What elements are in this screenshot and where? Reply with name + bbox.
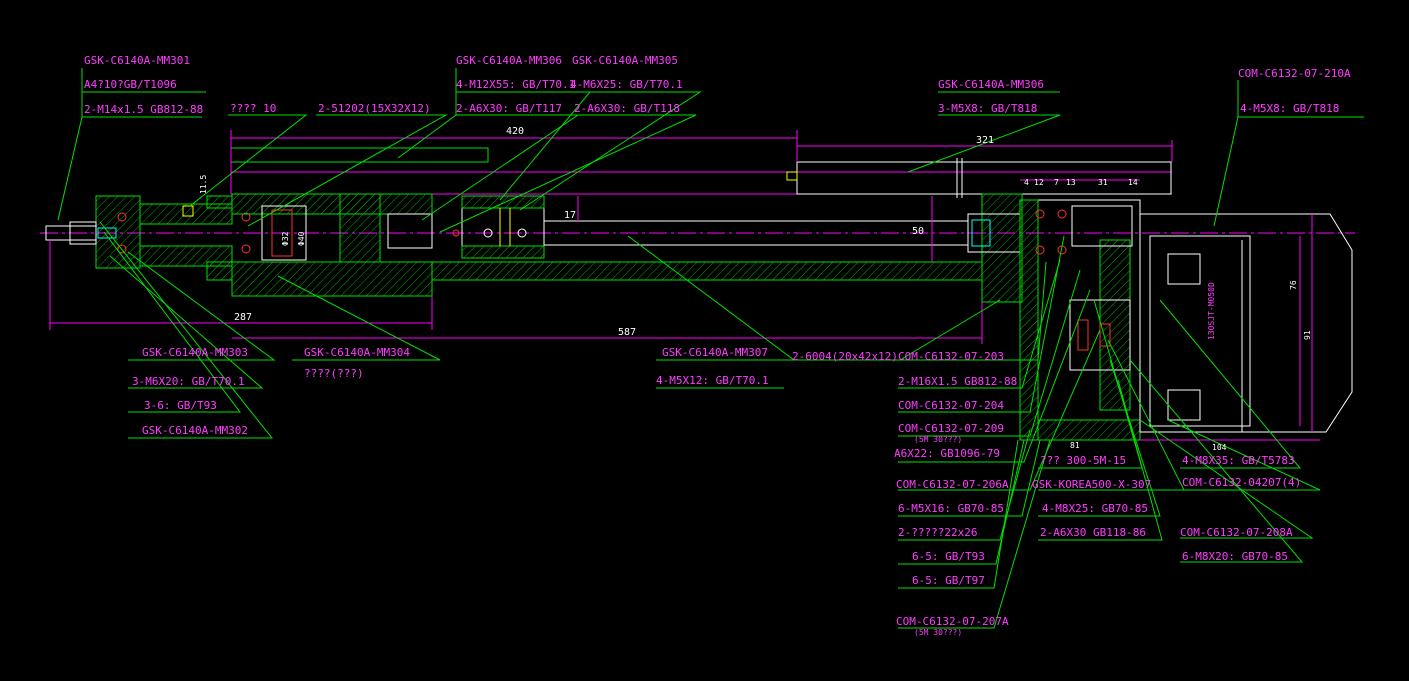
- leader-lines: [57, 68, 1364, 629]
- callout-m5x16: 6-M5X16: GB70-85: [898, 502, 1004, 515]
- dim-81: 81: [1070, 441, 1080, 450]
- dim-d32: Φ32: [281, 231, 290, 246]
- motor-model-label: 130SJT-M050D: [1207, 282, 1216, 340]
- dim-4: 4: [1024, 178, 1029, 187]
- dim-50: 50: [912, 226, 924, 237]
- callout-m8x25: 4-M8X25: GB70-85: [1042, 502, 1148, 515]
- dim-91: 91: [1303, 330, 1312, 340]
- callout-mm304-sub: ????(???): [304, 367, 364, 380]
- callout-mm307: GSK-C6140A-MM307: [662, 346, 768, 359]
- callout-mm306b: GSK-C6140A-MM306: [938, 78, 1044, 91]
- callout-mm305: GSK-C6140A-MM305: [572, 54, 678, 67]
- callout-com-209-sub: (5M 30???): [914, 435, 962, 444]
- callout-com-208a: COM-C6132-07-208A: [1180, 526, 1293, 539]
- callout-belt: ??? 300-5M-15: [1040, 454, 1126, 467]
- callout-korea: GSK-KOREA500-X-307: [1032, 478, 1151, 491]
- callout-washer-6-5b: 6-5: GB/T97: [912, 574, 985, 587]
- dim-420: 420: [506, 126, 524, 137]
- callout-q10: ???? 10: [230, 102, 276, 115]
- callout-mm301: GSK-C6140A-MM301: [84, 54, 190, 67]
- dim-76: 76: [1289, 280, 1298, 290]
- dim-13: 13: [1066, 178, 1076, 187]
- callout-mm304: GSK-C6140A-MM304: [304, 346, 410, 359]
- callout-com-206a: COM-C6132-07-206A: [896, 478, 1009, 491]
- servo-motor: [1139, 213, 1353, 433]
- callout-mm303: GSK-C6140A-MM303: [142, 346, 248, 359]
- dim-587: 587: [618, 327, 636, 338]
- callout-m6x25: 4-M6X25: GB/T70.1: [570, 78, 683, 91]
- dim-11-5: 11.5: [199, 175, 208, 194]
- left-shaft-end: [45, 221, 117, 245]
- callout-a6x30-a: 2-A6X30: GB/T117: [456, 102, 562, 115]
- dim-321: 321: [976, 135, 994, 146]
- callout-m5x12: 4-M5X12: GB/T70.1: [656, 374, 769, 387]
- ball-screw-shaft: [544, 213, 1021, 253]
- callout-m5x8-a: 3-M5X8: GB/T818: [938, 102, 1037, 115]
- callout-washer-6-5a: 6-5: GB/T93: [912, 550, 985, 563]
- dim-104: 104: [1212, 443, 1227, 452]
- ball-nut: [452, 195, 545, 259]
- callout-com-204: COM-C6132-07-204: [898, 399, 1004, 412]
- callout-com-210a: COM-C6132-07-210A: [1238, 67, 1351, 80]
- callout-a4-pin: A4?10?GB/T1096: [84, 78, 177, 91]
- callout-m8x20: 6-M8X20: GB70-85: [1182, 550, 1288, 563]
- callout-com-203: COM-C6132-07-203: [898, 350, 1004, 363]
- callout-m6x20: 3-M6X20: GB/T70.1: [132, 375, 245, 388]
- callout-key-a6x22: A6X22: GB1096-79: [894, 447, 1000, 460]
- callout-com-207a-sub: (5M 30???): [914, 628, 962, 637]
- callout-com-04207: COM-C6132-04207(4): [1182, 476, 1301, 489]
- dim-287: 287: [234, 312, 252, 323]
- left-bearing-housing: [95, 195, 251, 281]
- callout-q22x26: 2-?????22x26: [898, 526, 977, 539]
- dim-d40: Φ40: [297, 231, 306, 246]
- callout-m8x35: 4-M8X35: GB/T5783: [1182, 454, 1295, 467]
- main-body: [231, 193, 1023, 303]
- callout-m12x55: 4-M12X55: GB/T70.1: [456, 78, 575, 91]
- dim-14: 14: [1128, 178, 1138, 187]
- callout-bearing-51202: 2-51202(15X32X12): [318, 102, 431, 115]
- callout-com-207a: COM-C6132-07-207A: [896, 615, 1009, 628]
- dim-12: 12: [1034, 178, 1044, 187]
- callout-a6x30-c: 2-A6X30 GB118-86: [1040, 526, 1146, 539]
- callout-bearing-6004: 2-6004(20x42x12): [792, 350, 898, 363]
- callout-pin-3-6: 3-6: GB/T93: [144, 399, 217, 412]
- callout-m14-nut: 2-M14x1.5 GB812-88: [84, 103, 203, 116]
- callout-com-209: COM-C6132-07-209: [898, 422, 1004, 435]
- callout-mm306a: GSK-C6140A-MM306: [456, 54, 562, 67]
- dim-17: 17: [564, 210, 576, 221]
- dim-7: 7: [1054, 178, 1059, 187]
- callout-mm302: GSK-C6140A-MM302: [142, 424, 248, 437]
- callout-m5x8-b: 4-M5X8: GB/T818: [1240, 102, 1339, 115]
- dim-31: 31: [1098, 178, 1108, 187]
- gearbox-housing: [1019, 199, 1141, 441]
- callout-m16-nut: 2-M16X1.5 GB812-88: [898, 375, 1017, 388]
- callout-a6x30-b: 2-A6X30: GB/T118: [574, 102, 680, 115]
- upper-cover: [230, 147, 1172, 198]
